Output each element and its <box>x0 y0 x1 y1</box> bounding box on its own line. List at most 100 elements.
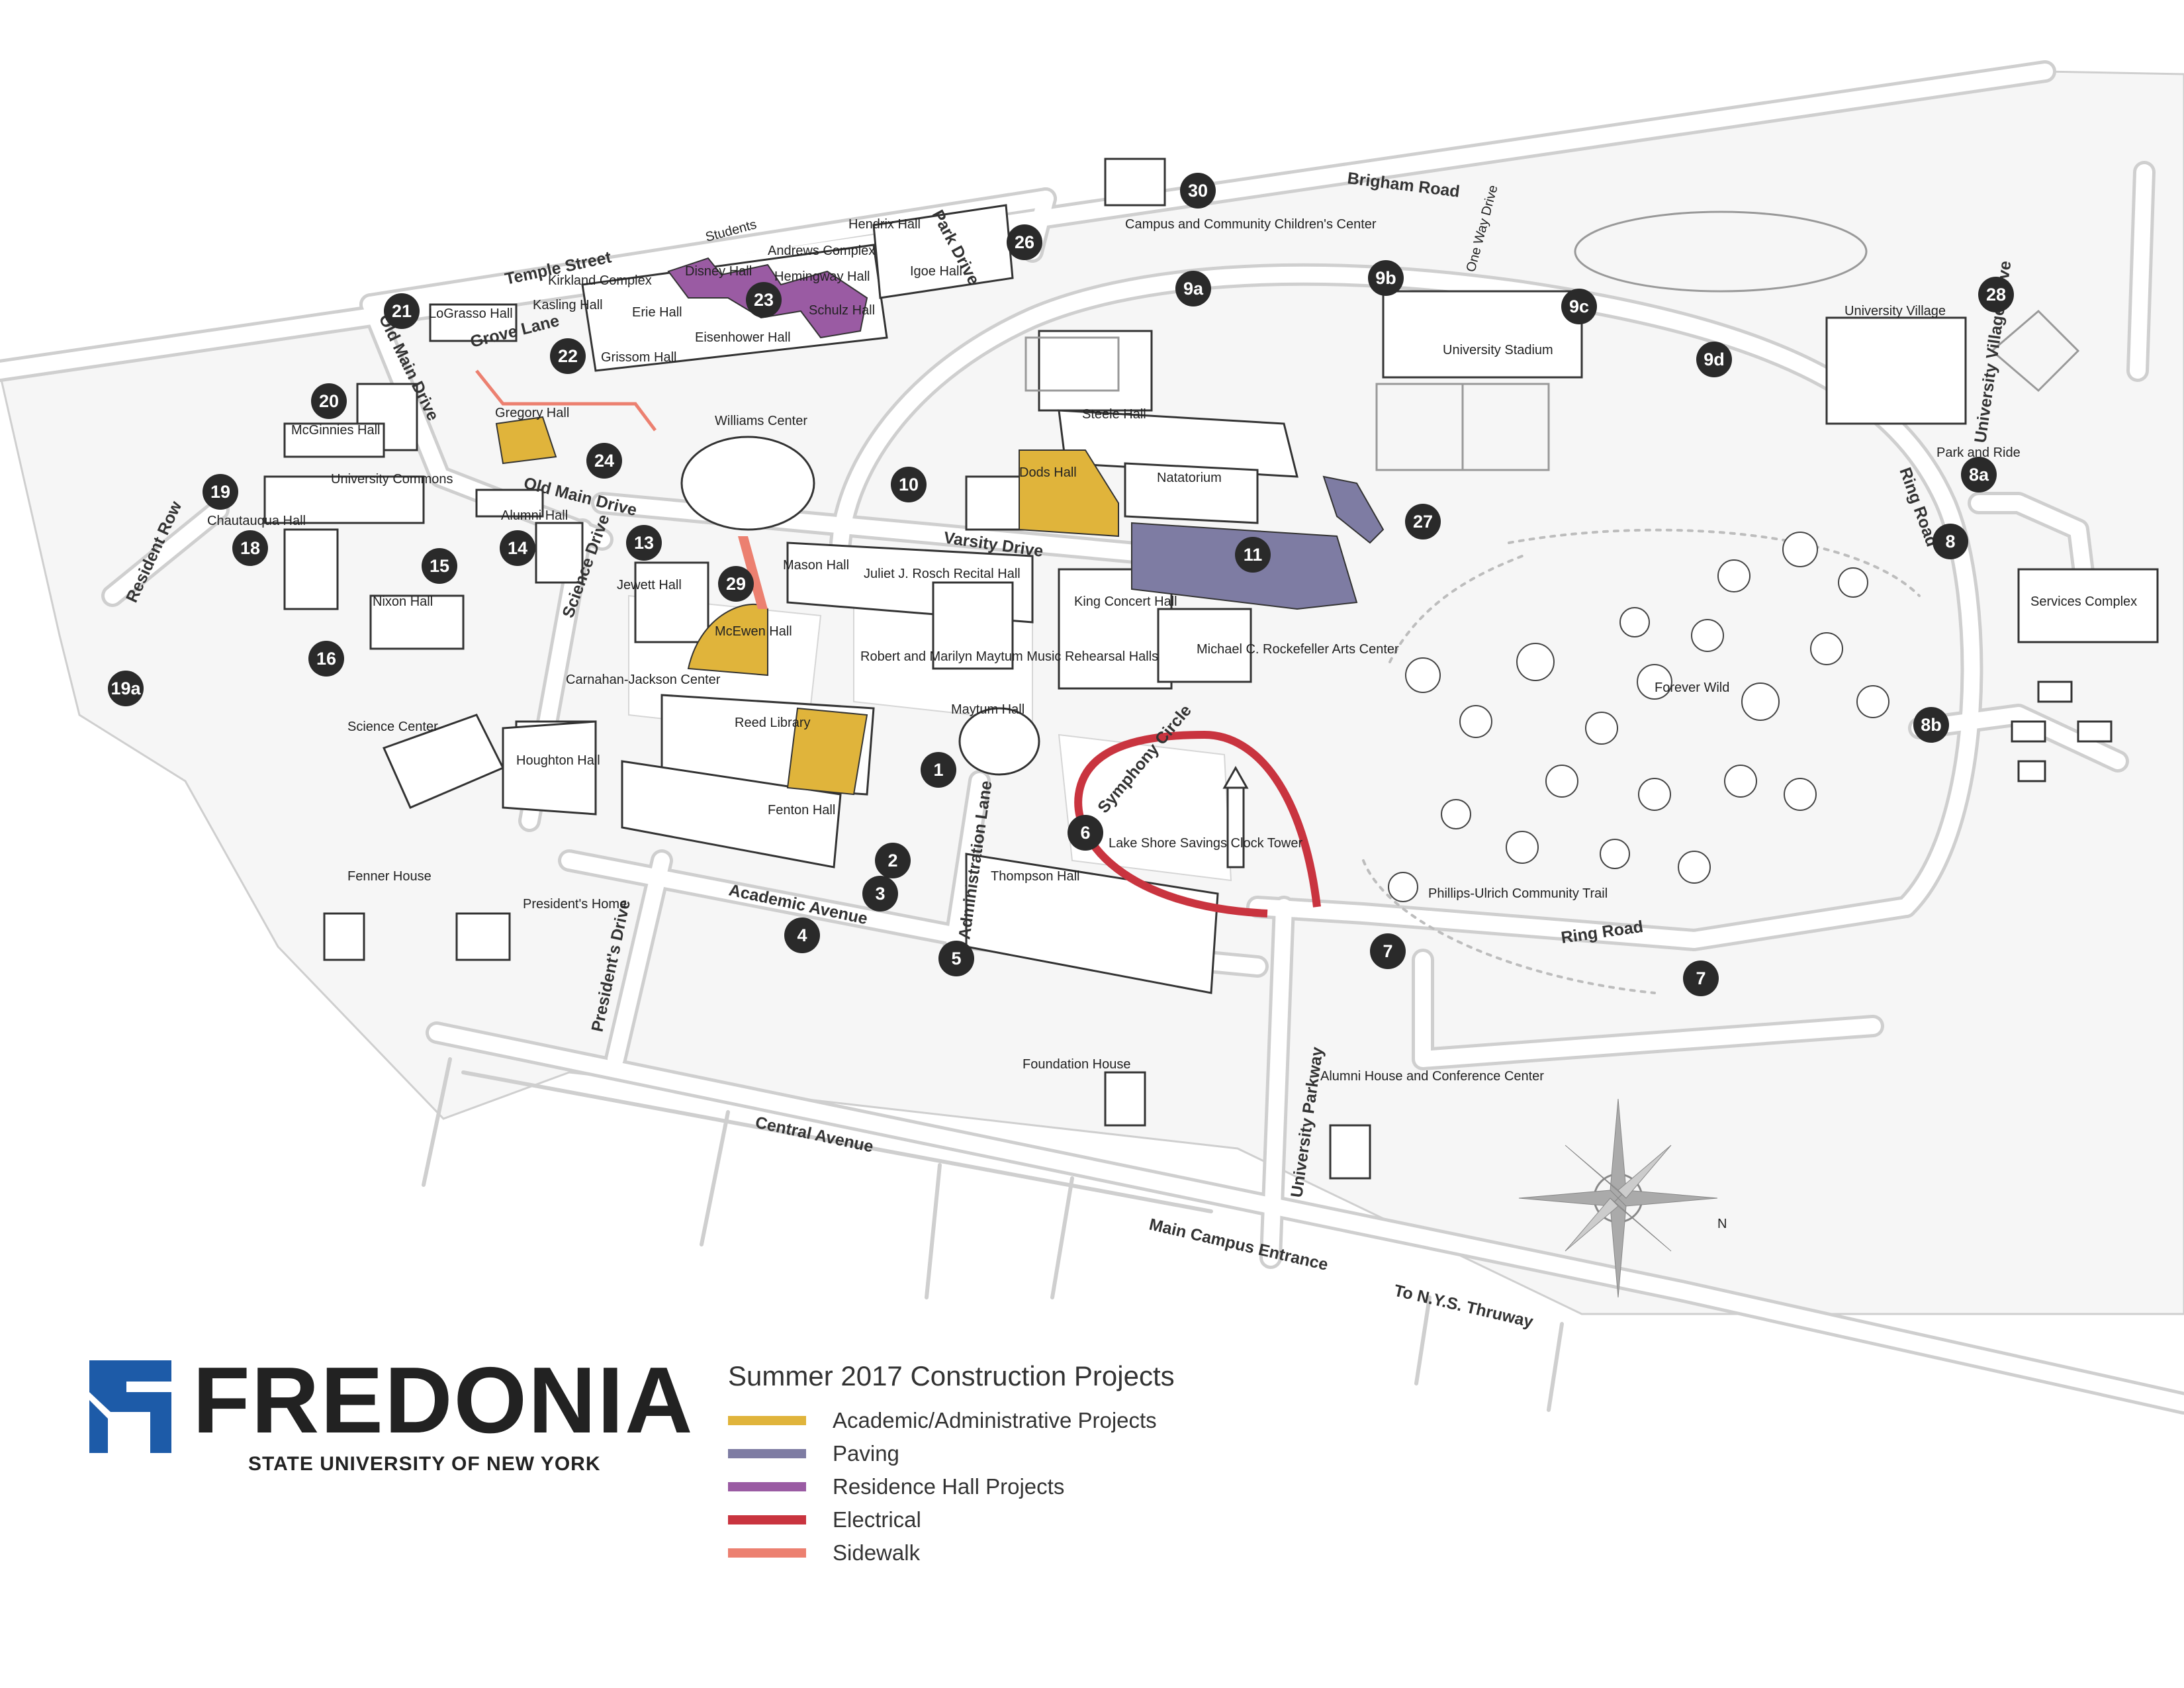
label-igoe: Igoe Hall <box>910 264 962 279</box>
marker-number: 9c <box>1569 297 1589 316</box>
label-foundation: Foundation House <box>1023 1057 1130 1072</box>
label-phillips: Phillips-Ulrich Community Trail <box>1428 886 1608 901</box>
map-marker-8a: 8a <box>1961 457 1997 492</box>
road-label-thruway: To N.Y.S. Thruway <box>1392 1282 1535 1332</box>
label-gregory: Gregory Hall <box>495 406 569 420</box>
label-univ-commons: University Commons <box>331 472 453 487</box>
road-label-main-entrance: Main Campus Entrance <box>1148 1215 1330 1274</box>
marker-circle <box>1696 342 1732 377</box>
label-stadium: University Stadium <box>1443 343 1553 357</box>
label-maytum-rehearsal: Robert and Marilyn Maytum Music Rehearsa… <box>860 649 1158 664</box>
legend-label: Sidewalk <box>833 1540 921 1565</box>
marker-number: 30 <box>1188 181 1208 201</box>
campus-ground <box>0 70 2184 1315</box>
marker-number: 29 <box>726 574 746 594</box>
legend-title: Summer 2017 Construction Projects <box>728 1360 1175 1391</box>
map-marker-5: 5 <box>938 941 974 976</box>
marker-circle <box>1180 173 1216 209</box>
map-marker-6: 6 <box>1068 815 1103 851</box>
marker-number: 7 <box>1383 941 1392 961</box>
label-mcginnies: McGinnies Hall <box>291 423 380 438</box>
marker-number: 28 <box>1986 285 2006 305</box>
legend-label: Paving <box>833 1441 899 1466</box>
marker-circle <box>1561 289 1597 324</box>
marker-number: 14 <box>508 538 527 558</box>
marker-number: 11 <box>1244 545 1263 565</box>
label-mcewen: McEwen Hall <box>715 624 792 639</box>
marker-number: 16 <box>316 649 336 669</box>
marker-circle <box>921 752 956 788</box>
label-reed: Reed Library <box>735 716 811 730</box>
marker-number: 3 <box>875 884 885 904</box>
marker-circle <box>1068 815 1103 851</box>
label-hemingway: Hemingway Hall <box>774 269 870 284</box>
map-marker-20: 20 <box>311 383 347 419</box>
label-nixon: Nixon Hall <box>373 594 433 609</box>
paving-road-project <box>1322 475 1385 544</box>
marker-circle <box>718 566 754 602</box>
label-mason: Mason Hall <box>783 558 849 573</box>
label-grissom: Grissom Hall <box>601 350 676 365</box>
marker-number: 15 <box>430 556 449 576</box>
map-marker-22: 22 <box>550 338 586 374</box>
marker-circle <box>500 530 535 566</box>
label-williams: Williams Center <box>715 414 807 428</box>
label-disney: Disney Hall <box>685 264 752 279</box>
marker-number: 7 <box>1696 968 1706 988</box>
marker-circle <box>626 525 662 561</box>
label-schulz: Schulz Hall <box>809 303 875 318</box>
map-marker-10: 10 <box>891 467 927 502</box>
marker-number: 10 <box>899 475 919 494</box>
clock-tower-icon <box>1222 765 1249 868</box>
map-marker-9c: 9c <box>1561 289 1597 324</box>
marker-circle <box>784 917 820 953</box>
marker-circle <box>1368 260 1404 296</box>
label-services: Services Complex <box>2030 594 2137 609</box>
marker-number: 19 <box>210 482 230 502</box>
marker-circle <box>550 338 586 374</box>
construction-legend: Summer 2017 Construction Projects Academ… <box>728 1360 1324 1570</box>
marker-circle <box>875 843 911 878</box>
marker-number: 24 <box>594 451 614 471</box>
marker-circle <box>384 293 420 329</box>
legend-label: Academic/Administrative Projects <box>833 1408 1157 1432</box>
marker-circle <box>108 671 144 706</box>
marker-number: 20 <box>319 391 339 411</box>
marker-number: 5 <box>951 949 961 968</box>
label-andrews: Andrews Complex <box>768 244 875 258</box>
compass-rose-icon: N <box>1518 1098 1727 1298</box>
marker-number: 22 <box>558 346 578 366</box>
map-marker-9d: 9d <box>1696 342 1732 377</box>
marker-number: 19a <box>111 679 141 698</box>
label-carnahan: Carnahan-Jackson Center <box>566 673 721 687</box>
marker-circle <box>311 383 347 419</box>
forever-wild-trees <box>1388 532 1889 902</box>
fredonia-logo-icon <box>89 1360 171 1453</box>
reed-library-project <box>786 707 868 796</box>
label-jewett: Jewett Hall <box>617 578 682 592</box>
map-marker-24: 24 <box>586 443 622 479</box>
brand-name: FREDONIA <box>193 1348 694 1453</box>
legend-label: Residence Hall Projects <box>833 1474 1065 1499</box>
map-marker-18: 18 <box>232 530 268 566</box>
label-rosch: Juliet J. Rosch Recital Hall <box>864 567 1021 581</box>
map-marker-7a: 7 <box>1370 933 1406 969</box>
label-science-center: Science Center <box>347 720 438 734</box>
legend-swatch <box>728 1482 806 1491</box>
label-forever-wild: Forever Wild <box>1655 680 1729 695</box>
map-marker-8b: 8b <box>1913 707 1949 743</box>
map-marker-8: 8 <box>1933 524 1968 559</box>
map-marker-21: 21 <box>384 293 420 329</box>
label-lograsso: LoGrasso Hall <box>429 306 513 321</box>
marker-number: 21 <box>392 301 412 321</box>
map-marker-7b: 7 <box>1683 961 1719 996</box>
marker-number: 4 <box>797 925 807 945</box>
marker-circle <box>1405 504 1441 539</box>
legend-swatch <box>728 1449 806 1458</box>
sports-fields <box>1024 211 2080 471</box>
marker-number: 9d <box>1704 350 1725 369</box>
map-marker-28: 28 <box>1978 277 2014 312</box>
gregory-hall-project <box>495 416 557 465</box>
